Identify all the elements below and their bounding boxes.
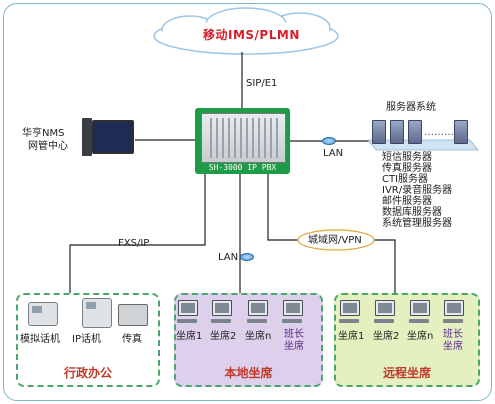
workstation-monitor-icon [248, 300, 268, 316]
workstation-monitor-icon [212, 300, 232, 316]
metro-vpn-label: 城域网/VPN [308, 235, 362, 246]
lan-hub-icon [322, 137, 336, 145]
local-seat-label: 坐席2 [210, 331, 237, 342]
keyboard-icon [177, 319, 197, 323]
server-item: IVR/录音服务器 [382, 185, 453, 196]
local-seat-label: 坐席1 [176, 331, 203, 342]
remote-seat-label: 坐席2 [373, 331, 400, 342]
server-icon [390, 120, 404, 144]
keyboard-icon [339, 319, 359, 323]
pbx-label: SH-3000 IP PBX [208, 163, 277, 172]
keyboard-icon [282, 319, 302, 323]
workstation-monitor-icon [178, 300, 198, 316]
nms-label-line2: 网管中心 [28, 141, 68, 152]
fxs-ip-label: FXS/IP [118, 238, 150, 249]
admin-item: 模拟话机 [20, 334, 60, 345]
local-leader-label: 坐席 [284, 341, 304, 352]
remote-leader-label: 坐席 [443, 341, 463, 352]
local-seat-label: 坐席n [245, 331, 272, 342]
server-item: 数据库服务器 [382, 207, 442, 218]
lan-right-label: LAN [323, 148, 344, 159]
server-item: 系统管理服务器 [382, 218, 452, 229]
analog-phone-icon [28, 302, 58, 326]
workstation-monitor-icon [283, 300, 303, 316]
pbx-device: SH-3000 IP PBX [195, 108, 290, 174]
server-item: 短信服务器 [382, 152, 432, 163]
pbx-chassis [201, 113, 286, 163]
admin-item: 传真 [122, 334, 142, 345]
workstation-monitor-icon [375, 300, 395, 316]
zone-remote-title: 远程坐席 [382, 366, 431, 380]
zone-admin-title: 行政办公 [63, 366, 112, 380]
remote-leader-label: 班长 [443, 329, 463, 340]
server-dots: ………… [424, 127, 464, 138]
server-system-title: 服务器系统 [386, 102, 436, 113]
server-icon [408, 120, 422, 144]
nms-tower-icon [82, 118, 92, 156]
lan-bottom-hub-icon [240, 253, 254, 261]
sip-e1-label: SIP/E1 [246, 78, 278, 89]
zone-local-title: 本地坐席 [224, 366, 273, 380]
server-item: 传真服务器 [382, 163, 432, 174]
remote-seat-label: 坐席1 [338, 331, 365, 342]
fax-icon [118, 304, 148, 326]
admin-item: IP话机 [72, 334, 101, 345]
keyboard-icon [374, 319, 394, 323]
workstation-monitor-icon [340, 300, 360, 316]
local-leader-label: 班长 [284, 329, 304, 340]
server-icon [454, 120, 468, 144]
server-item: CTI服务器 [382, 174, 429, 185]
server-icon [372, 120, 386, 144]
keyboard-icon [211, 319, 231, 323]
cloud-shape [153, 7, 339, 55]
ip-phone-icon [82, 298, 112, 328]
nms-label-line1: 华亨NMS [22, 128, 65, 139]
cloud-label: 移动IMS/PLMN [203, 28, 300, 42]
server-item: 邮件服务器 [382, 196, 432, 207]
nms-monitor-icon [92, 120, 134, 154]
keyboard-icon [409, 319, 429, 323]
lan-bottom-label: LAN [218, 252, 239, 263]
keyboard-icon [247, 319, 267, 323]
keyboard-icon [443, 319, 463, 323]
workstation-monitor-icon [410, 300, 430, 316]
remote-seat-label: 坐席n [407, 331, 434, 342]
workstation-monitor-icon [444, 300, 464, 316]
